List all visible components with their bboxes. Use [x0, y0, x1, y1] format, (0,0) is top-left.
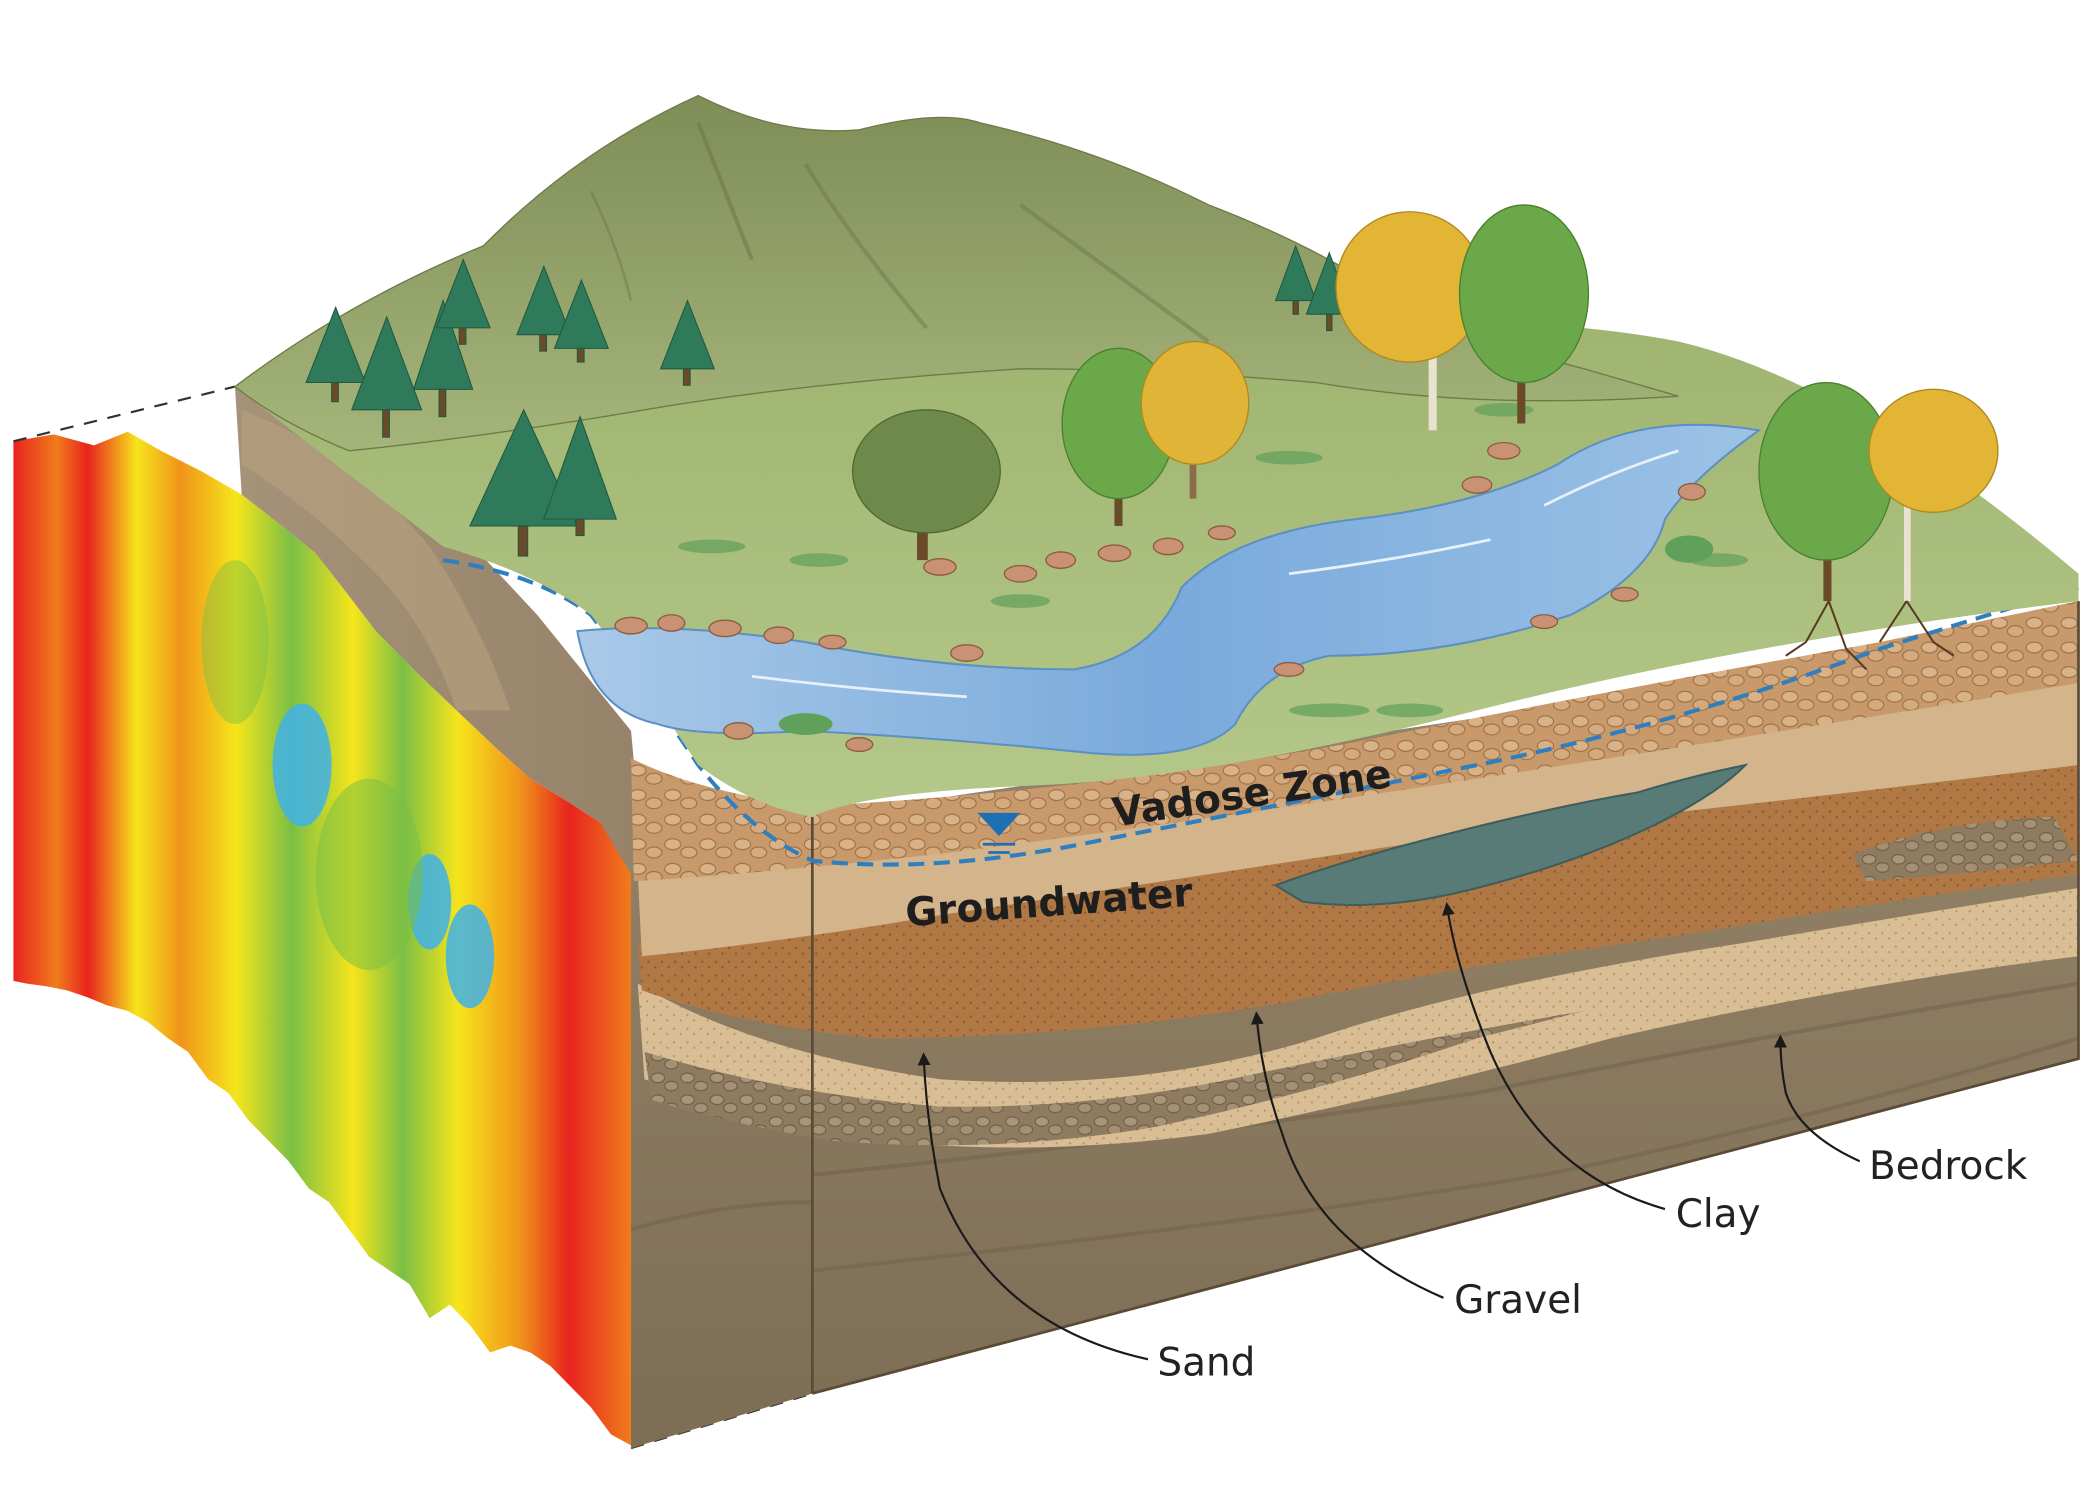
water-table-line — [442, 558, 2080, 867]
layer-vadose-pebbles — [631, 601, 2079, 882]
top-surface — [233, 94, 2079, 817]
layer-sand — [637, 887, 2079, 1148]
clay-arrow — [1442, 901, 1666, 1211]
grass-tufts — [678, 403, 1749, 735]
sand-arrow — [917, 1052, 1149, 1361]
layer-right-gravel — [1852, 816, 2079, 882]
gravel-label: Gravel — [1454, 1278, 1582, 1323]
conifer-trees — [305, 244, 1353, 557]
resistivity-section-panel — [13, 431, 632, 1446]
block-left-face-banding — [241, 409, 511, 711]
front-face — [630, 601, 2080, 1449]
inverted-triangle-icon — [977, 812, 1021, 854]
anomaly-blue-3 — [445, 904, 495, 1009]
river-rocks — [614, 441, 1706, 753]
anomaly-blue-1 — [272, 703, 332, 827]
clay-label: Clay — [1676, 1191, 1761, 1236]
river — [576, 423, 1762, 756]
sand-label: Sand — [1157, 1340, 1255, 1385]
anomaly-green-1 — [315, 778, 423, 970]
layer-gravel — [644, 1010, 1585, 1146]
layer-clay — [1273, 763, 1749, 907]
deciduous-trees — [851, 204, 1999, 602]
tree-roots — [1785, 600, 1955, 671]
anomaly-green-2 — [201, 560, 269, 725]
gravel-arrow — [1250, 1011, 1444, 1299]
bedrock-label: Bedrock — [1869, 1144, 2028, 1189]
bedrock-arrow — [1773, 1034, 1861, 1163]
leader-arrows — [917, 901, 1861, 1361]
